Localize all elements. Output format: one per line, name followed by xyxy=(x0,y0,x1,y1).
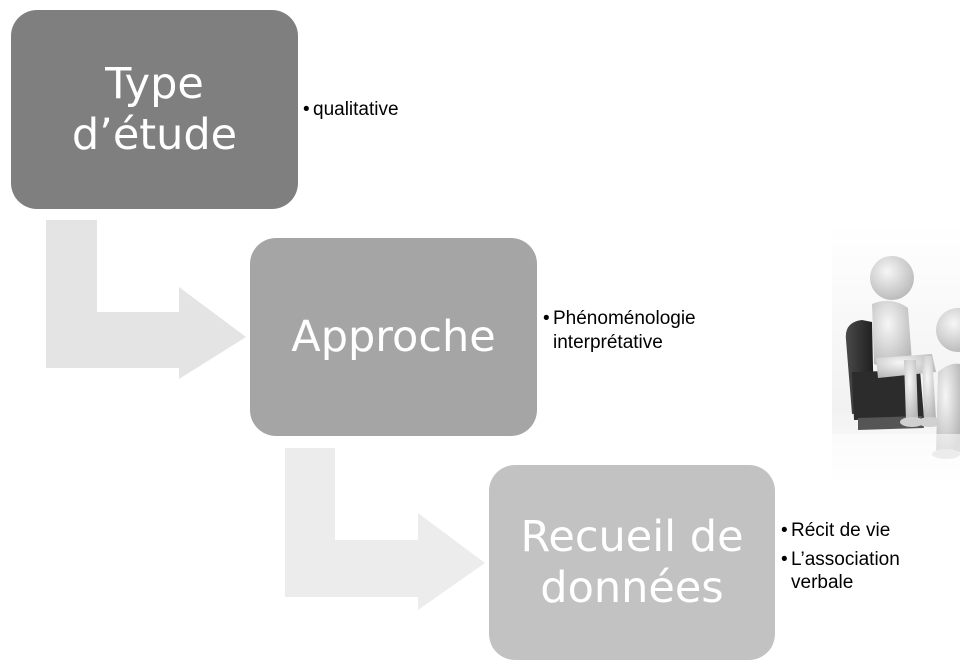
step-title: Recueil de données xyxy=(520,512,743,613)
bent-arrow-1-icon xyxy=(46,220,246,379)
step-title-line: Recueil de xyxy=(520,512,744,563)
bullet-text: L’association verbale xyxy=(791,548,900,594)
3d-figures-consultation-icon xyxy=(832,222,960,490)
step-box-approche: Approche xyxy=(250,238,537,436)
bullet-list-approche: • Phénoménologie interprétative xyxy=(543,307,773,354)
bullet-item: • L’association verbale xyxy=(781,548,953,595)
step-title-line: d’étude xyxy=(71,109,238,160)
step-box-type-etude: Type d’étude xyxy=(11,10,298,209)
bullet-text: qualitative xyxy=(313,99,399,120)
bullet-list-recueil: • Récit de vie • L’association verbale xyxy=(781,519,953,600)
bullet-item: • Phénoménologie interprétative xyxy=(543,307,773,354)
bullet-item: • Récit de vie xyxy=(781,519,953,543)
bullet-dot: • xyxy=(303,99,310,120)
bullet-text: Phénoménologie interprétative xyxy=(553,308,696,353)
bullet-list-type-etude: • qualitative xyxy=(303,98,399,122)
bullet-dot: • xyxy=(543,308,550,329)
bullet-dot: • xyxy=(781,520,788,541)
step-box-recueil: Recueil de données xyxy=(489,465,775,660)
step-title: Approche xyxy=(291,312,495,362)
bent-arrow-2-icon xyxy=(285,448,485,610)
bullet-item: • qualitative xyxy=(303,98,399,122)
step-title-line: données xyxy=(540,562,724,613)
step-title-line: Type xyxy=(105,59,204,110)
bullet-dot: • xyxy=(781,548,788,570)
step-title: Type d’étude xyxy=(72,59,237,160)
step-title-line: Approche xyxy=(291,311,496,362)
bullet-text: Récit de vie xyxy=(791,520,891,541)
